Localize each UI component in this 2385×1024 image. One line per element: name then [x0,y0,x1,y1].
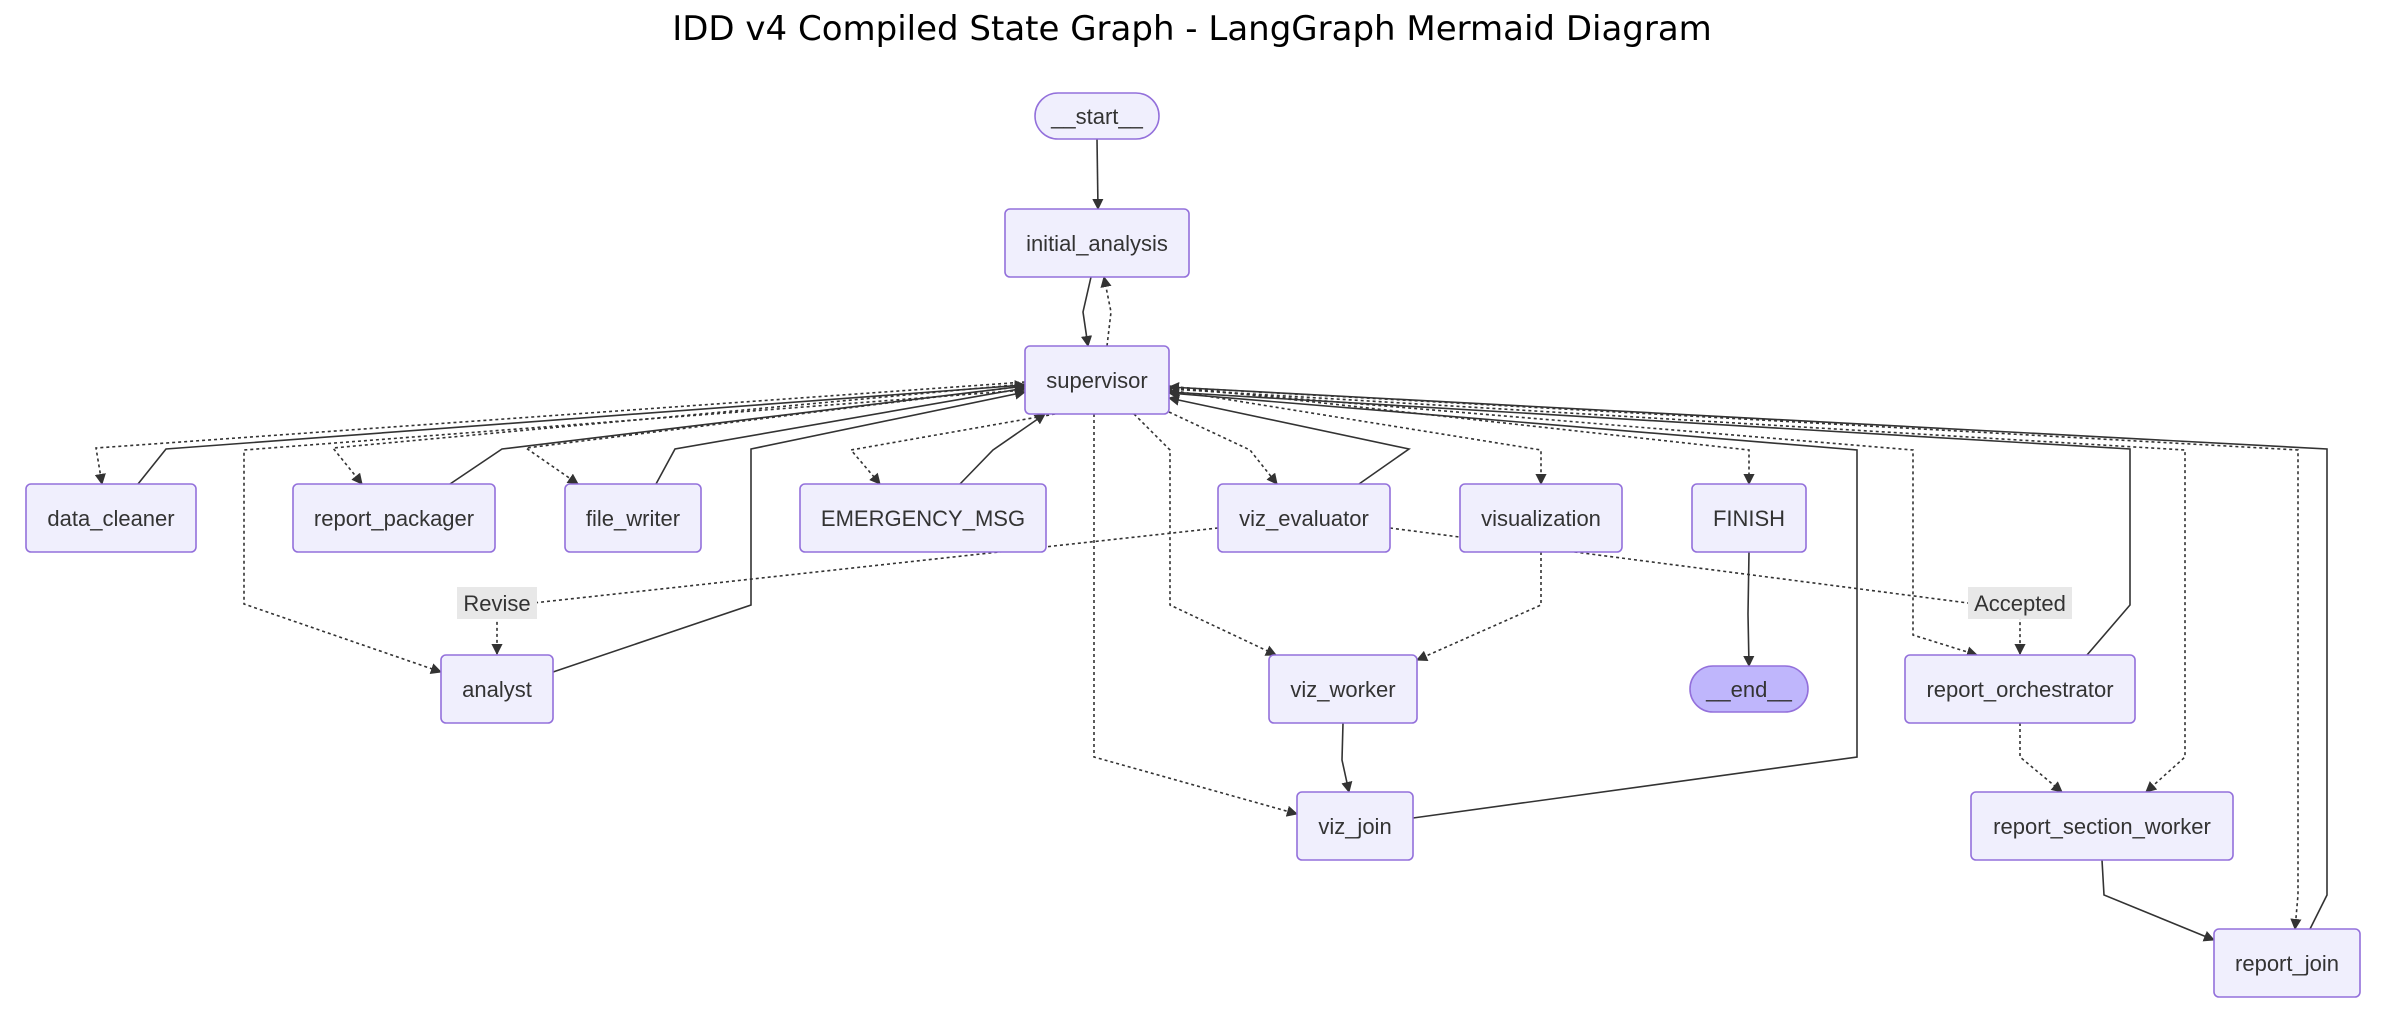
edge-supervisor-to-finish [1168,385,1755,486]
edge-finish-to-end [1743,551,1755,668]
edge-emergency-msg-to-supervisor [959,413,1046,485]
node-supervisor: supervisor [1024,345,1170,415]
node-box-visualization [1459,483,1623,553]
node-visualization: visualization [1459,483,1623,553]
node-box-report-section-worker [1970,791,2234,861]
node-box-end [1689,665,1809,713]
edge-supervisor-to-report-orchestrator [1168,387,1979,658]
node-label-emergency-msg: EMERGENCY_MSG [821,506,1025,531]
node-label-file-writer: file_writer [586,506,680,531]
node-report-orchestrator: report_orchestrator [1904,654,2136,724]
node-label-analyst: analyst [462,677,532,702]
edges-layer [94,138,2328,942]
edge-report-orchestrator-to-supervisor [1167,387,2131,656]
node-analyst: analyst [440,654,554,724]
edge-supervisor-to-report-join [1168,386,2302,931]
node-label-viz-join: viz_join [1318,814,1391,839]
node-box-viz-evaluator [1217,483,1391,553]
edge-supervisor-to-report-section-worker [1168,388,2186,793]
node-label-report-join: report_join [2235,951,2339,976]
edge-supervisor-to-data-cleaner [94,381,1026,486]
node-box-viz-worker [1268,654,1418,724]
node-box-file-writer [564,483,702,553]
node-label-data-cleaner: data_cleaner [47,506,174,531]
edge-label-revise: Revise [457,587,537,619]
node-label-finish: FINISH [1713,506,1785,531]
node-box-viz-join [1296,791,1414,861]
node-start: __start__ [1034,92,1160,140]
node-end: __end__ [1689,665,1809,713]
node-report-packager: report_packager [292,483,496,553]
node-box-report-packager [292,483,496,553]
node-label-viz-worker: viz_worker [1290,677,1395,702]
node-box-emergency-msg [799,483,1047,553]
node-box-analyst [440,654,554,724]
node-box-finish [1691,483,1807,553]
edge-initial-analysis-to-supervisor [1080,276,1093,348]
edge-viz-evaluator-to-supervisor [1167,394,1411,485]
node-initial-analysis: initial_analysis [1004,208,1190,278]
edge-viz-evaluator-to-analyst [491,527,1219,656]
node-box-start [1034,92,1160,140]
node-file-writer: file_writer [564,483,702,553]
node-box-data-cleaner [25,483,197,553]
node-report-join: report_join [2213,928,2361,998]
node-label-report-packager: report_packager [314,506,474,531]
edge-label-text-accepted: Accepted [1974,591,2066,616]
edge-viz-join-to-supervisor [1167,388,1858,819]
edge-supervisor-to-viz-join [1093,414,1299,817]
node-finish: FINISH [1691,483,1807,553]
node-box-report-join [2213,928,2361,998]
edge-report-section-worker-to-report-join [2101,859,2216,942]
node-label-report-section-worker: report_section_worker [1993,814,2211,839]
edge-file-writer-to-supervisor [655,384,1027,485]
edge-supervisor-to-analyst [243,389,1026,675]
edge-report-orchestrator-to-report-section-worker [2019,723,2063,793]
node-box-supervisor [1024,345,1170,415]
node-label-visualization: visualization [1481,506,1601,531]
edge-labels-layer: Revise Accepted [457,587,2072,619]
node-label-report-orchestrator: report_orchestrator [1926,677,2113,702]
edge-label-background [457,587,537,619]
node-label-supervisor: supervisor [1046,368,1147,393]
node-report-section-worker: report_section_worker [1970,791,2234,861]
edge-label-text-revise: Revise [463,591,530,616]
edge-start-to-initial-analysis [1092,138,1104,211]
nodes-layer: __start__ initial_analysis supervisor data_… [25,92,2361,998]
node-viz-evaluator: viz_evaluator [1217,483,1391,553]
edge-supervisor-to-viz-evaluator [1168,411,1278,485]
edge-supervisor-to-initial-analysis [1100,275,1112,347]
diagram-title: IDD v4 Compiled State Graph - LangGraph … [672,9,1712,49]
node-label-end: __end__ [1705,677,1792,702]
node-label-viz-evaluator: viz_evaluator [1239,506,1369,531]
edge-report-packager-to-supervisor [449,381,1027,485]
node-label-start: __start__ [1050,104,1143,129]
edge-report-join-to-supervisor [1167,381,2328,930]
node-box-report-orchestrator [1904,654,2136,724]
edge-data-cleaner-to-supervisor [137,380,1027,485]
edge-supervisor-to-emergency-msg [849,413,1056,485]
edge-supervisor-to-viz-worker [1133,413,1278,656]
node-viz-join: viz_join [1296,791,1414,861]
edge-label-accepted: Accepted [1968,587,2072,619]
node-box-initial-analysis [1004,208,1190,278]
node-label-initial-analysis: initial_analysis [1026,231,1168,256]
node-emergency-msg: EMERGENCY_MSG [799,483,1047,553]
edge-viz-worker-to-viz-join [1341,722,1353,794]
edge-label-background [1968,587,2072,619]
node-viz-worker: viz_worker [1268,654,1418,724]
edge-visualization-to-viz-worker [1415,552,1542,662]
node-data-cleaner: data_cleaner [25,483,197,553]
edge-analyst-to-supervisor [552,388,1027,673]
